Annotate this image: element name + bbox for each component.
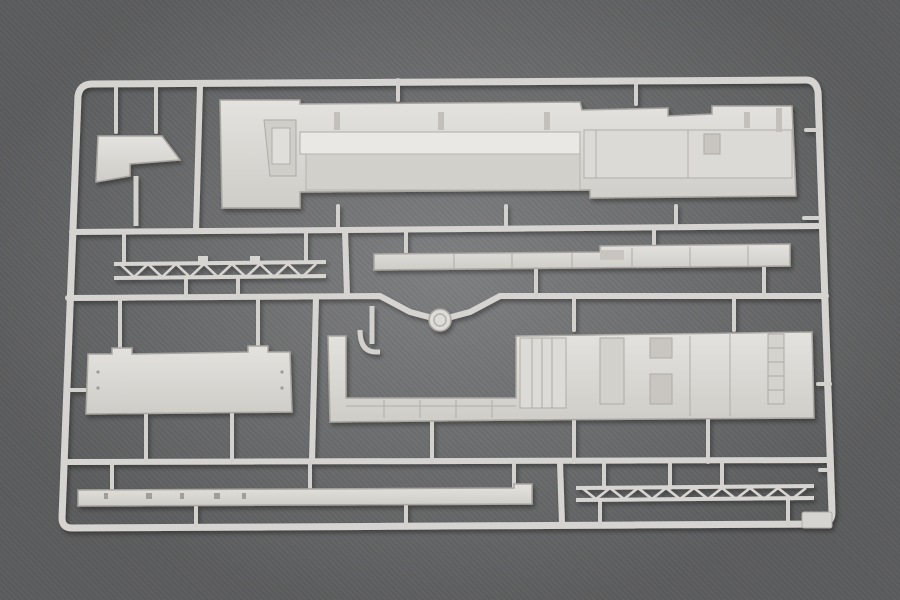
part-side-panel [85, 345, 293, 415]
sprue-runners [63, 83, 831, 527]
part-hull-section [327, 306, 815, 423]
sprue-tab [801, 511, 833, 529]
part-long-beam [373, 243, 791, 271]
part-truss-right [575, 484, 815, 502]
sprue-gates [68, 78, 834, 528]
part-bracket [95, 135, 182, 226]
part-truss-left [113, 256, 327, 280]
part-upper-structure [219, 99, 797, 209]
part-bottom-beam [77, 483, 533, 507]
sprue-hub [428, 308, 452, 332]
